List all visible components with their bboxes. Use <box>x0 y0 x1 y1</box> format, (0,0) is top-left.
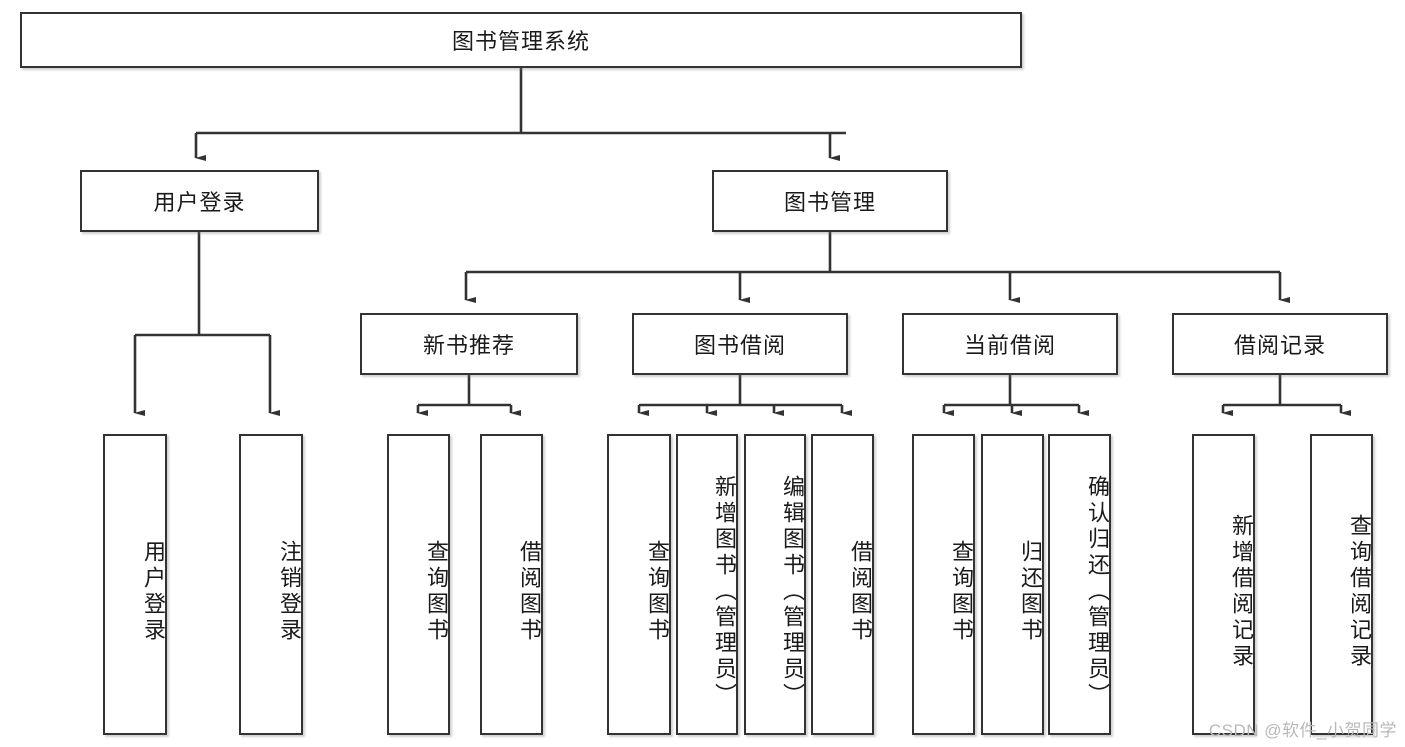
node-label: 图书借阅 <box>693 333 786 358</box>
leaf-user-login-login[interactable]: 用户登录 <box>103 434 167 735</box>
node-label: 当前借阅 <box>963 333 1056 358</box>
node-label: 编辑图书（管理员） <box>780 474 805 709</box>
node-label: 查询图书 <box>949 539 974 644</box>
leaf-book-borrow-borrow-book[interactable]: 借阅图书 <box>811 434 874 735</box>
leaf-new-book-query-book[interactable]: 查询图书 <box>387 434 450 735</box>
leaf-current-borrow-query-book[interactable]: 查询图书 <box>912 434 975 735</box>
leaf-current-borrow-confirm-return-admin[interactable]: 确认归还（管理员） <box>1048 434 1111 735</box>
node-label: 查询借阅记录 <box>1347 513 1372 670</box>
leaf-book-borrow-edit-book-admin[interactable]: 编辑图书（管理员） <box>744 434 806 735</box>
node-label: 用户登录 <box>153 190 246 215</box>
leaf-borrow-record-query-record[interactable]: 查询借阅记录 <box>1310 434 1373 735</box>
node-label: 新书推荐 <box>422 333 515 358</box>
leaf-book-borrow-query-book[interactable]: 查询图书 <box>607 434 671 735</box>
node-label: 用户登录 <box>141 539 166 644</box>
leaf-user-login-logout[interactable]: 注销登录 <box>239 434 303 735</box>
leaf-current-borrow-return-book[interactable]: 归还图书 <box>981 434 1044 735</box>
watermark: CSDN @软件_小贺同学 <box>1208 721 1397 740</box>
node-label: 新增借阅记录 <box>1229 513 1254 670</box>
leaf-borrow-record-add-record[interactable]: 新增借阅记录 <box>1192 434 1255 735</box>
node-label: 查询图书 <box>424 539 449 644</box>
leaf-book-borrow-add-book-admin[interactable]: 新增图书（管理员） <box>676 434 738 735</box>
node-label: 图书管理 <box>783 190 876 215</box>
node-label: 图书管理系统 <box>451 29 590 54</box>
node-label: 新增图书（管理员） <box>712 474 737 709</box>
node-user-login[interactable]: 用户登录 <box>80 170 319 232</box>
leaf-new-book-borrow-book[interactable]: 借阅图书 <box>480 434 543 735</box>
node-book-management[interactable]: 图书管理 <box>712 170 948 232</box>
node-label: 借阅记录 <box>1233 333 1326 358</box>
node-label: 归还图书 <box>1018 539 1043 644</box>
node-label: 查询图书 <box>645 539 670 644</box>
node-current-borrow[interactable]: 当前借阅 <box>902 313 1118 375</box>
node-new-book-recommend[interactable]: 新书推荐 <box>360 313 578 375</box>
node-label: 借阅图书 <box>517 539 542 644</box>
node-label: 确认归还（管理员） <box>1085 474 1110 709</box>
node-root-book-management-system[interactable]: 图书管理系统 <box>20 12 1022 68</box>
node-label: 借阅图书 <box>848 539 873 644</box>
node-label: 注销登录 <box>277 539 302 644</box>
node-book-borrow[interactable]: 图书借阅 <box>632 313 848 375</box>
node-borrow-record[interactable]: 借阅记录 <box>1172 313 1388 375</box>
